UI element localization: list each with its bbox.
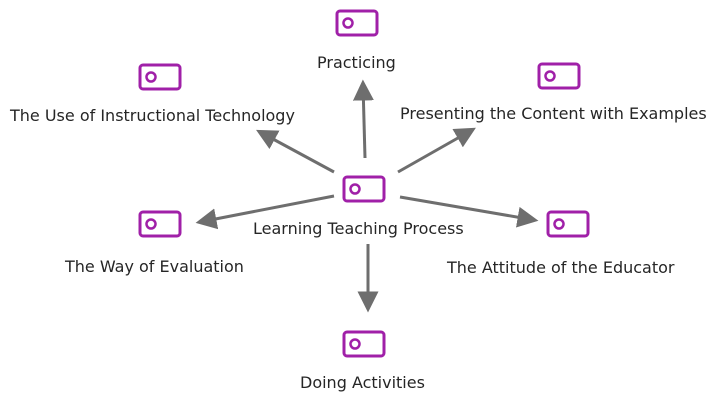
arrow-to-practicing [352, 79, 374, 159]
tag-icon [537, 62, 581, 90]
tag-icon [138, 210, 182, 238]
tag-icon [342, 330, 386, 358]
node-label-attitude-of-educator: The Attitude of the Educator [447, 258, 675, 277]
node-label-presenting-content: Presenting the Content with Examples [400, 104, 707, 123]
tag-icon [138, 63, 182, 91]
arrow-to-instructional-technology [256, 129, 335, 174]
center-label: Learning Teaching Process [253, 219, 464, 238]
node-label-way-of-evaluation: The Way of Evaluation [65, 257, 244, 276]
arrow-to-presenting-content [397, 127, 476, 174]
tag-icon [546, 210, 590, 238]
tag-icon [342, 175, 386, 203]
tag-icon [335, 9, 379, 37]
arrow-to-way-of-evaluation [195, 194, 335, 230]
node-label-practicing: Practicing [317, 53, 396, 72]
arrow-to-attitude-of-educator [399, 195, 539, 228]
node-label-instructional-technology: The Use of Instructional Technology [10, 106, 295, 125]
node-label-doing-activities: Doing Activities [300, 373, 425, 392]
